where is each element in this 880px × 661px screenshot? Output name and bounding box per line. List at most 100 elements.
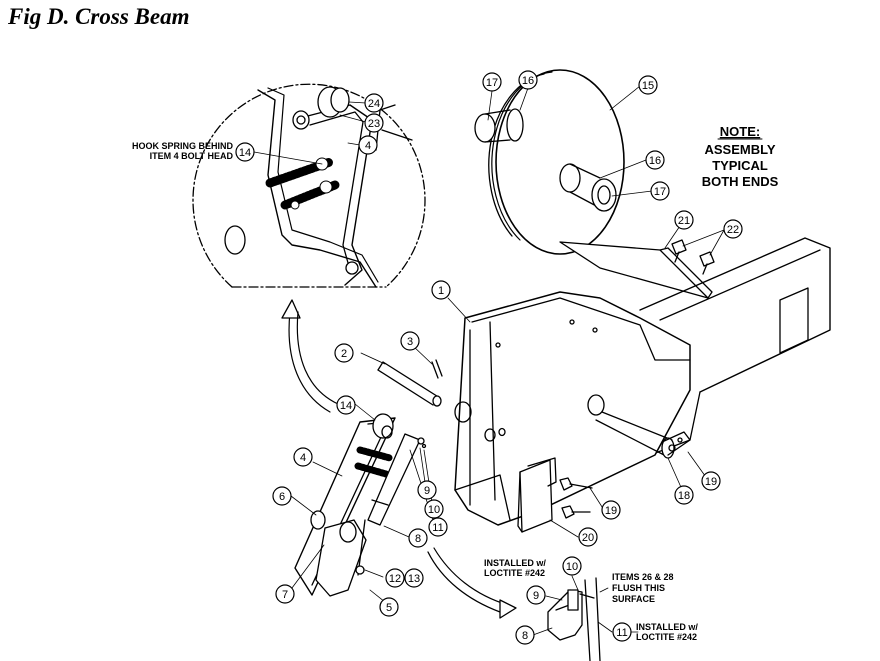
callout-9: 9	[417, 480, 437, 500]
loctite-top-line1: INSTALLED w/	[484, 558, 546, 568]
callout-21: 21	[674, 210, 694, 230]
callout-19-axle: 19	[701, 471, 721, 491]
svg-text:10: 10	[566, 561, 578, 573]
callout-4-detail: 4	[358, 135, 378, 155]
callout-15: 15	[638, 75, 658, 95]
svg-text:8: 8	[415, 533, 421, 545]
svg-text:5: 5	[386, 602, 392, 614]
svg-text:21: 21	[678, 215, 690, 227]
leader-lines	[253, 85, 725, 636]
svg-text:18: 18	[678, 490, 690, 502]
svg-text:4: 4	[300, 452, 306, 464]
cross-beam	[639, 237, 831, 456]
callout-9-detail: 9	[526, 585, 546, 605]
svg-text:1: 1	[438, 285, 444, 297]
callout-20: 20	[578, 527, 598, 547]
callout-16-front: 16	[645, 150, 665, 170]
svg-text:12: 12	[389, 573, 401, 585]
svg-text:8: 8	[522, 630, 528, 642]
detail-arrow	[288, 311, 331, 413]
wheel-outer	[495, 69, 625, 255]
bottom-detail	[547, 577, 601, 661]
callout-8: 8	[408, 528, 428, 548]
loctite-top-line2: LOCTITE #242	[484, 568, 545, 578]
svg-text:22: 22	[727, 224, 739, 236]
callout-6: 6	[272, 486, 292, 506]
callout-12: 12	[385, 568, 405, 588]
callout-23: 23	[364, 113, 384, 133]
callout-22: 22	[723, 219, 743, 239]
svg-text:3: 3	[407, 336, 413, 348]
svg-text:13: 13	[408, 573, 420, 585]
items-note-line2: FLUSH THIS	[612, 583, 665, 593]
svg-text:6: 6	[279, 491, 285, 503]
svg-text:17: 17	[654, 186, 666, 198]
svg-text:7: 7	[282, 589, 288, 601]
callout-10: 10	[424, 499, 444, 519]
callouts: 24 23 4 14 17 16 15 16 17 21 22 1 2 3 14…	[235, 70, 743, 645]
callout-14-detail: 14	[235, 142, 255, 162]
stop-block	[519, 459, 553, 533]
callout-5: 5	[379, 597, 399, 617]
end-plate	[454, 291, 691, 526]
note-line1: ASSEMBLY	[704, 142, 775, 157]
callout-11: 11	[428, 517, 448, 537]
svg-text:14: 14	[239, 147, 251, 159]
loctite-bottom-line1: INSTALLED w/	[636, 622, 698, 632]
callout-8-detail: 8	[515, 625, 535, 645]
svg-text:11: 11	[432, 522, 443, 534]
svg-text:9: 9	[533, 590, 539, 602]
text-annotations: NOTE: ASSEMBLY TYPICAL BOTH ENDS HOOK SP…	[132, 124, 779, 642]
swing-arm	[294, 413, 427, 597]
svg-text:17: 17	[486, 77, 498, 89]
svg-text:16: 16	[522, 75, 534, 87]
note-line2: TYPICAL	[712, 158, 768, 173]
callout-14: 14	[336, 395, 356, 415]
svg-text:24: 24	[368, 98, 380, 110]
svg-text:16: 16	[649, 155, 661, 167]
note-line3: BOTH ENDS	[702, 174, 779, 189]
svg-text:15: 15	[642, 80, 654, 92]
detail-circle	[192, 83, 426, 288]
callout-17-top: 17	[482, 72, 502, 92]
svg-text:4: 4	[365, 140, 371, 152]
callout-7: 7	[275, 584, 295, 604]
plate-hole	[224, 225, 246, 255]
svg-text:19: 19	[605, 505, 617, 517]
callout-19-block: 19	[601, 500, 621, 520]
loctite-bottom-line2: LOCTITE #242	[636, 632, 697, 642]
svg-text:14: 14	[340, 400, 352, 412]
figure-title: Fig D. Cross Beam	[8, 4, 190, 29]
pivot-pin	[382, 361, 441, 399]
detail-view	[192, 83, 426, 288]
callout-16-top: 16	[518, 70, 538, 90]
svg-text:10: 10	[428, 504, 440, 516]
svg-text:23: 23	[368, 118, 380, 130]
svg-text:11: 11	[616, 627, 627, 639]
note-heading: NOTE:	[720, 124, 760, 139]
callout-3: 3	[400, 331, 420, 351]
callout-13: 13	[404, 568, 424, 588]
callout-1: 1	[431, 280, 451, 300]
callout-11-detail: 11	[612, 622, 632, 642]
callout-4: 4	[293, 447, 313, 467]
callout-18: 18	[674, 485, 694, 505]
svg-text:19: 19	[705, 476, 717, 488]
svg-text:20: 20	[582, 532, 594, 544]
items-note-line3: SURFACE	[612, 594, 655, 604]
svg-text:9: 9	[424, 485, 430, 497]
hook-note-line2: ITEM 4 BOLT HEAD	[150, 151, 234, 161]
callout-2: 2	[334, 343, 354, 363]
callout-24: 24	[364, 93, 384, 113]
spring-detail	[265, 157, 340, 210]
svg-text:2: 2	[341, 348, 347, 360]
wheel-assembly	[474, 69, 625, 255]
callout-17-front: 17	[650, 181, 670, 201]
axle-stub	[595, 411, 673, 457]
bottom-arrow	[433, 547, 509, 606]
items-note-line1: ITEMS 26 & 28	[612, 572, 674, 582]
callout-10-detail: 10	[562, 556, 582, 576]
hook-note-line1: HOOK SPRING BEHIND	[132, 141, 234, 151]
